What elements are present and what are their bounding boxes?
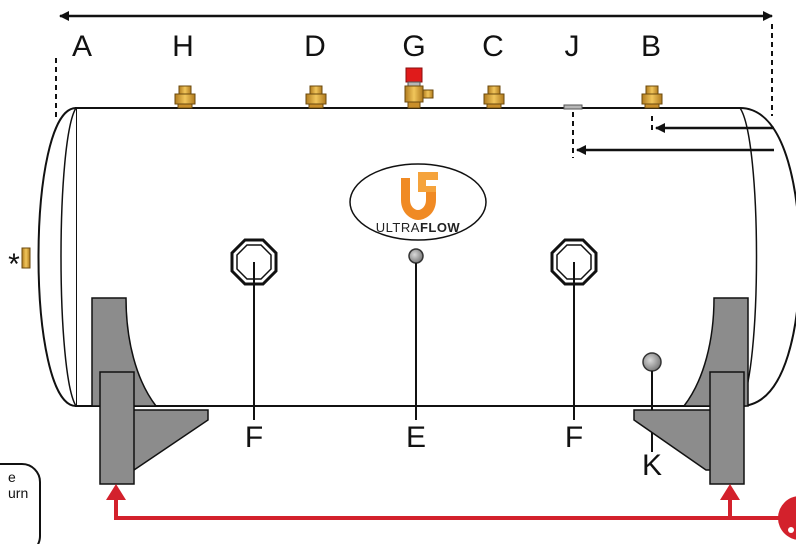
label-k: K <box>642 449 662 482</box>
label-asterisk: * <box>8 248 20 281</box>
sensor-pocket-top <box>563 104 583 110</box>
flow-arrow-icon <box>720 484 740 500</box>
label-c: C <box>482 30 504 63</box>
immersion-boss-right <box>550 238 598 420</box>
connection-dimensions <box>572 112 774 158</box>
label-h: H <box>172 30 194 63</box>
label-e: E <box>406 421 426 454</box>
side-boss-fitting <box>21 247 31 269</box>
label-a: A <box>72 30 92 63</box>
tank-left-end-cap <box>37 107 77 407</box>
label-f-left: F <box>245 421 263 454</box>
port-e <box>408 248 424 420</box>
letter-labels: A H D G C J B F E F K * <box>8 30 662 482</box>
brass-fitting-icon <box>174 85 196 109</box>
brand-logo: ULTRAFLOW <box>349 163 487 241</box>
sensor-pocket-icon <box>642 352 662 372</box>
flow-arrow-icon <box>106 484 126 500</box>
relief-valve-icon <box>404 67 434 109</box>
flow-arrows <box>106 484 796 540</box>
note-line-1: e <box>8 469 16 485</box>
label-g: G <box>402 30 425 63</box>
brass-fitting-icon <box>483 85 505 109</box>
note-box: e urn <box>0 463 41 544</box>
logo-brand-prefix: ULTRA <box>376 220 420 235</box>
label-b: B <box>641 30 661 63</box>
note-line-2: urn <box>8 485 28 501</box>
brass-fitting-icon <box>641 85 663 109</box>
brass-fitting-icon <box>305 85 327 109</box>
immersion-boss-left <box>230 238 278 420</box>
left-cradle <box>91 297 209 485</box>
sensor-pocket-icon <box>408 248 424 264</box>
logo-wordmark: ULTRAFLOW <box>376 220 461 235</box>
logo-brand-suffix: FLOW <box>420 220 460 235</box>
label-j: J <box>565 30 580 63</box>
immersion-boss-icon <box>550 238 598 286</box>
immersion-boss-icon <box>230 238 278 286</box>
label-d: D <box>304 30 326 63</box>
top-fittings <box>174 67 663 110</box>
flow-badge-icon <box>778 496 796 540</box>
right-cradle <box>633 297 749 485</box>
cylinder-tank <box>37 107 796 407</box>
label-f-right: F <box>565 421 583 454</box>
overall-length-dimension <box>55 11 773 120</box>
ultraflow-uf-logo-icon <box>401 172 438 220</box>
